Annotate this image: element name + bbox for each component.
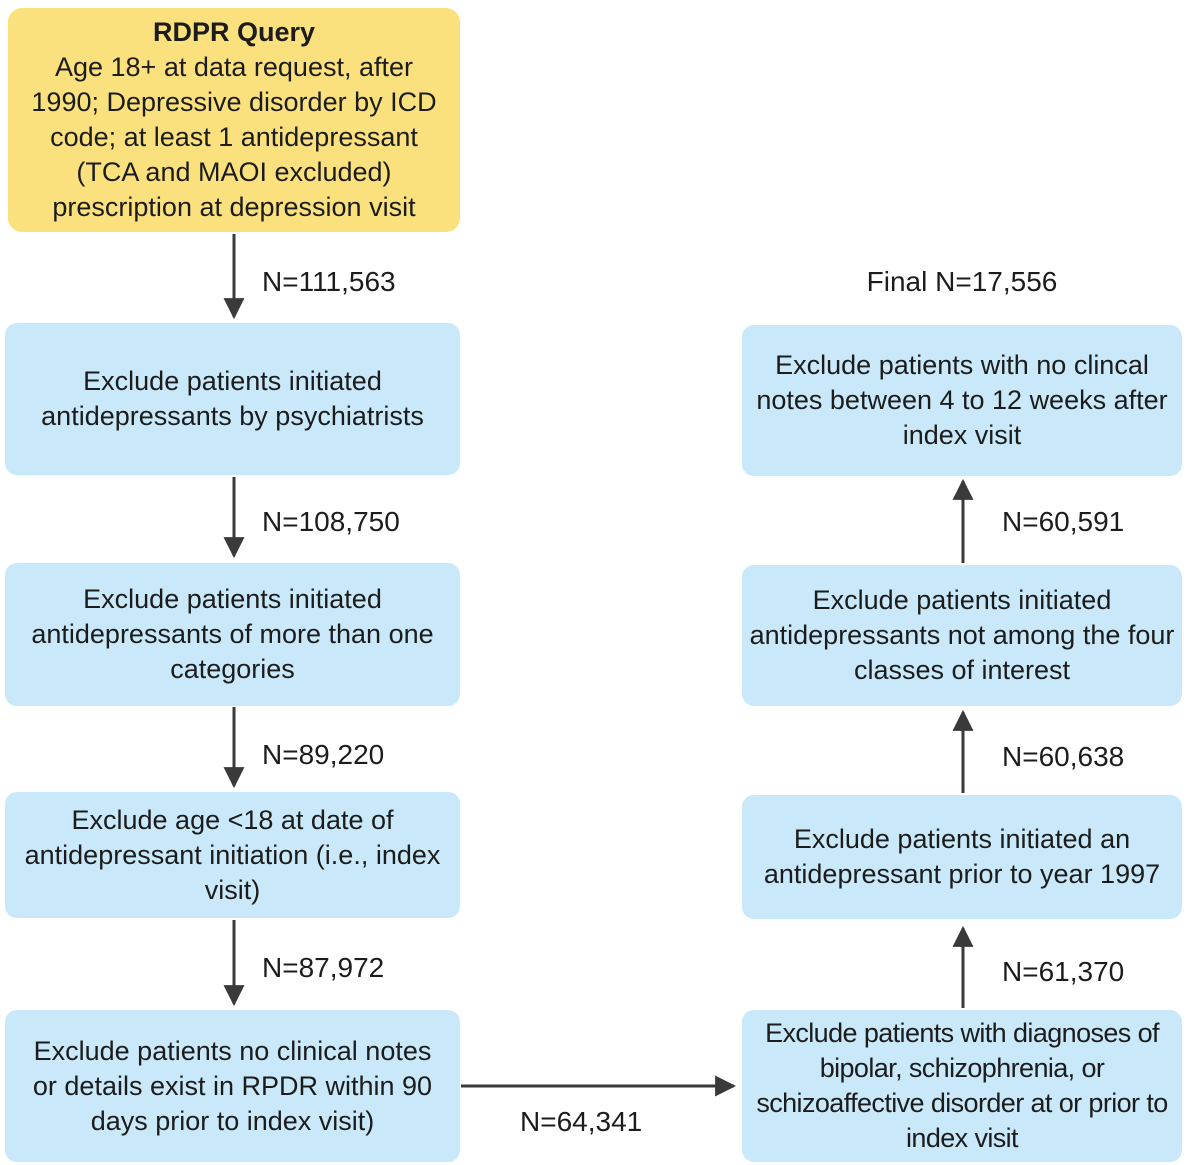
count-label-l1-to-l2: N=108,750: [262, 506, 400, 537]
count-label-r3-to-r2: N=60,638: [1002, 741, 1125, 772]
exclude-under-18-box: Exclude age <18 at date of antidepressan…: [5, 792, 460, 918]
rdpr-query-box: RDPR Query Age 18+ at data request, afte…: [8, 8, 460, 232]
exclusion-text: Exclude age <18 at date of antidepressan…: [24, 804, 441, 905]
final-count-label: Final N=17,556: [866, 266, 1058, 297]
rdpr-query-criteria: Age 18+ at data request, after 1990; Dep…: [31, 52, 437, 222]
exclusion-text: Exclude patients with diagnoses of bipol…: [756, 1018, 1168, 1153]
exclusion-text: Exclude patients initiated antidepressan…: [749, 585, 1175, 685]
exclude-no-notes-after-box: Exclude patients with no clincal notes b…: [742, 325, 1182, 476]
count-label-query-to-l1: N=111,563: [262, 266, 396, 297]
exclude-psychiatrist-initiated-box: Exclude patients initiated antidepressan…: [5, 323, 460, 475]
exclusion-text: Exclude patients initiated antidepressan…: [31, 584, 434, 684]
exclude-not-four-classes-box: Exclude patients initiated antidepressan…: [742, 565, 1182, 706]
exclude-no-notes-prior-box: Exclude patients no clinical notes or de…: [5, 1010, 460, 1162]
exclusion-text: Exclude patients no clinical notes or de…: [32, 1035, 433, 1136]
count-label-r2-to-r1: N=60,591: [1002, 506, 1125, 537]
count-label-l4-to-r4: N=64,341: [520, 1106, 643, 1137]
exclude-bipolar-schizophrenia-box: Exclude patients with diagnoses of bipol…: [742, 1010, 1182, 1162]
exclude-prior-1997-box: Exclude patients initiated an antidepres…: [742, 795, 1182, 919]
rdpr-query-title: RDPR Query: [152, 17, 316, 47]
exclusion-text: Exclude patients with no clincal notes b…: [756, 350, 1168, 450]
exclusion-text: Exclude patients initiated antidepressan…: [41, 366, 424, 431]
count-label-l2-to-l3: N=89,220: [262, 739, 385, 770]
exclude-multiple-categories-box: Exclude patients initiated antidepressan…: [5, 563, 460, 706]
count-label-l3-to-l4: N=87,972: [262, 952, 385, 983]
exclusion-text: Exclude patients initiated an antidepres…: [763, 824, 1161, 889]
count-label-r4-to-r3: N=61,370: [1002, 956, 1125, 987]
